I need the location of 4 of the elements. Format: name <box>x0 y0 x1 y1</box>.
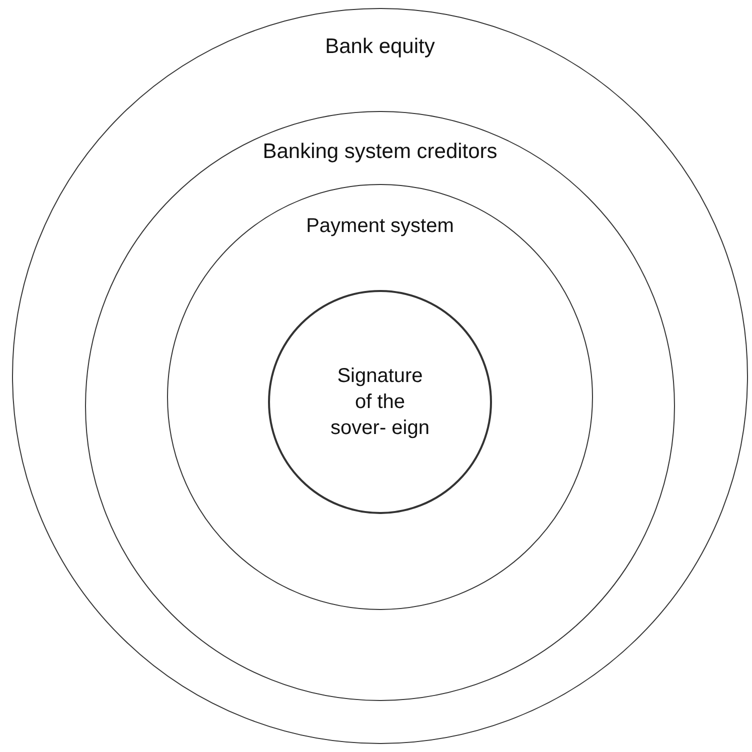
ring-label: Signature of the sover- eign <box>330 364 430 441</box>
ring-label: Banking system creditors <box>262 140 498 164</box>
ring-label: Bank equity <box>325 35 435 59</box>
ring-label: Payment system <box>306 215 454 238</box>
